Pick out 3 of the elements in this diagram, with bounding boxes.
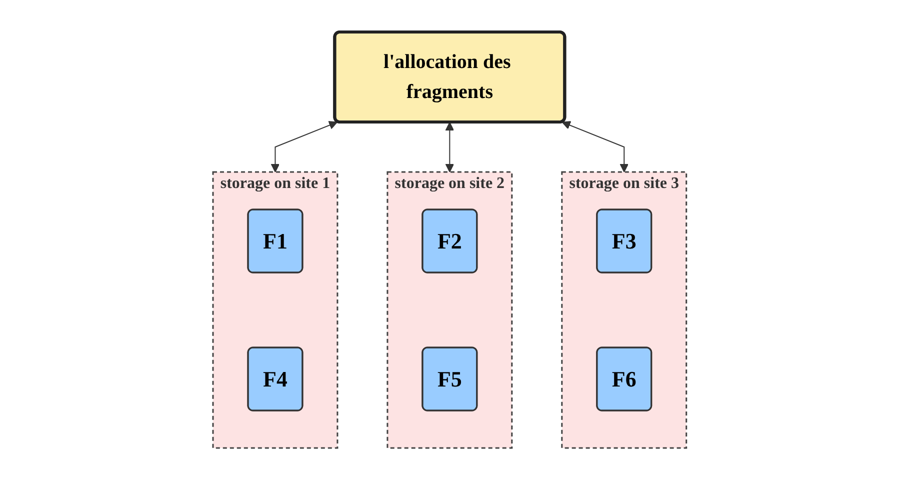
arrow	[446, 122, 454, 172]
arrow	[562, 120, 629, 172]
arrow	[271, 120, 338, 172]
